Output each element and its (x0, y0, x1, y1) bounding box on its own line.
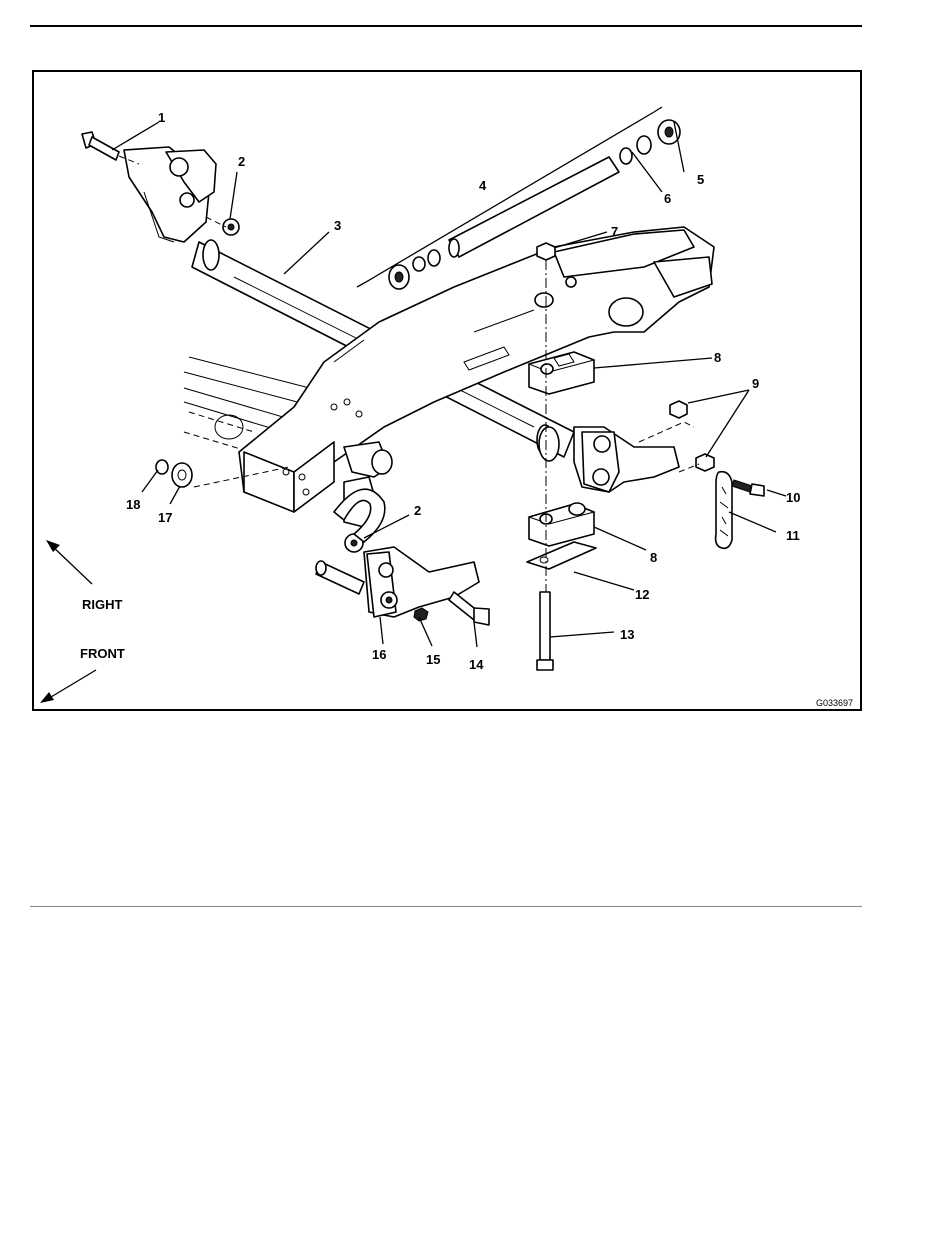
left-spindle-bracket (124, 147, 216, 242)
front-arrow-icon (40, 670, 96, 703)
callout-2-top: 2 (238, 154, 245, 169)
callout-9: 9 (752, 376, 759, 391)
nut-item-2-top (206, 217, 239, 235)
bottom-rule (30, 906, 862, 907)
right-arrow-icon (46, 540, 92, 584)
nut-item-15 (414, 608, 428, 621)
callout-15: 15 (426, 652, 440, 667)
diagram-frame: 1 2 3 4 5 6 7 8 9 10 11 8 12 13 2 14 15 … (32, 70, 862, 711)
bolt-item-10 (732, 480, 764, 496)
callout-3: 3 (334, 218, 341, 233)
callout-8-upper: 8 (714, 350, 721, 365)
callout-18: 18 (126, 497, 140, 512)
exploded-view-diagram: 1 2 3 4 5 6 7 8 9 10 11 8 12 13 2 14 15 … (34, 72, 860, 709)
figure-id: G033697 (816, 698, 853, 708)
callout-11: 11 (786, 528, 800, 543)
callout-4: 4 (479, 178, 487, 193)
center-frame (239, 227, 714, 527)
callout-5: 5 (697, 172, 704, 187)
clamp-block-lower (529, 503, 594, 546)
callout-6: 6 (664, 191, 671, 206)
plate-item-12 (527, 542, 596, 569)
callout-2-bottom: 2 (414, 503, 421, 518)
lower-pin (316, 561, 364, 594)
bolt-item-14 (449, 592, 489, 625)
bolt-item-13 (537, 592, 553, 670)
callout-10: 10 (786, 490, 800, 505)
callout-16: 16 (372, 647, 386, 662)
ring-item-18 (156, 460, 168, 474)
washer-item-17 (172, 463, 192, 487)
callout-1: 1 (158, 110, 165, 125)
callout-12: 12 (635, 587, 649, 602)
top-rule (30, 25, 862, 27)
callout-13: 13 (620, 627, 634, 642)
chain-item-11 (716, 472, 732, 549)
callout-17: 17 (158, 510, 172, 525)
callout-14: 14 (469, 657, 484, 672)
front-direction-label: FRONT (80, 646, 125, 661)
right-direction-label: RIGHT (82, 597, 123, 612)
callout-7: 7 (611, 224, 618, 239)
callout-8-lower: 8 (650, 550, 657, 565)
